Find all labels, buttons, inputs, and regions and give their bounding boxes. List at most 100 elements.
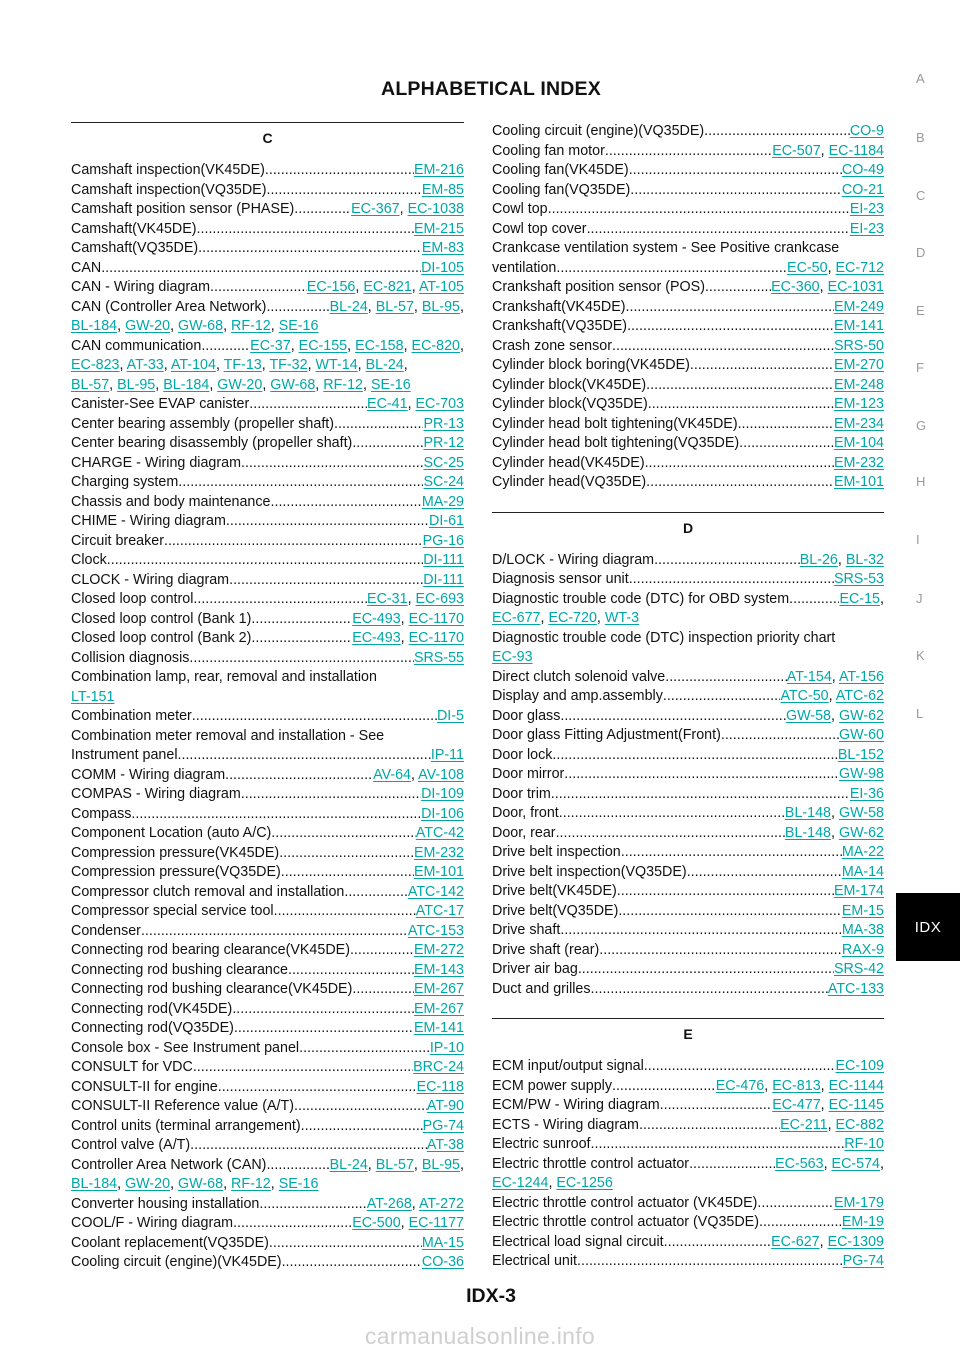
cross-reference-link[interactable]: RF-12 bbox=[231, 1176, 271, 1192]
cross-reference-link[interactable]: EC-360 bbox=[771, 279, 820, 295]
cross-reference-link[interactable]: EM-234 bbox=[833, 415, 884, 432]
cross-reference-link[interactable]: EC-1184 bbox=[828, 142, 884, 159]
cross-reference-link[interactable]: ATC-153 bbox=[407, 922, 464, 939]
cross-reference-link[interactable]: EM-104 bbox=[833, 435, 884, 451]
cross-reference-link[interactable]: SE-16 bbox=[278, 318, 319, 334]
cross-reference-link[interactable]: LT-151 bbox=[71, 688, 115, 705]
cross-reference-link[interactable]: ATC-42 bbox=[415, 825, 464, 841]
cross-reference-link[interactable]: SRS-55 bbox=[413, 649, 464, 666]
cross-reference-link[interactable]: ATC-17 bbox=[415, 903, 464, 919]
cross-reference-link[interactable]: GW-60 bbox=[838, 727, 884, 743]
cross-reference-link[interactable]: AT-33 bbox=[126, 357, 164, 373]
cross-reference-link[interactable]: EC-476 bbox=[715, 1077, 765, 1094]
cross-reference-link[interactable]: BL-57 bbox=[375, 298, 414, 315]
cross-reference-link[interactable]: ATC-50 bbox=[780, 688, 829, 704]
cross-reference-link[interactable]: EM-249 bbox=[833, 298, 884, 315]
cross-reference-link[interactable]: BL-184 bbox=[71, 1176, 118, 1192]
cross-reference-link[interactable]: EM-248 bbox=[833, 376, 884, 393]
cross-reference-link[interactable]: SE-16 bbox=[370, 376, 411, 393]
section-tab-i[interactable]: I bbox=[916, 532, 920, 547]
cross-reference-link[interactable]: DI-61 bbox=[429, 513, 464, 529]
section-tab-k[interactable]: K bbox=[916, 648, 925, 663]
cross-reference-link[interactable]: EC-37 bbox=[250, 337, 291, 354]
cross-reference-link[interactable]: EC-627 bbox=[771, 1233, 820, 1250]
cross-reference-link[interactable]: EM-101 bbox=[833, 474, 884, 490]
cross-reference-link[interactable]: MA-29 bbox=[421, 493, 464, 510]
cross-reference-link[interactable]: EC-574 bbox=[831, 1155, 881, 1172]
cross-reference-link[interactable]: GW-58 bbox=[785, 707, 832, 724]
cross-reference-link[interactable]: EC-367 bbox=[351, 201, 400, 217]
cross-reference-link[interactable]: EM-101 bbox=[413, 864, 464, 880]
cross-reference-link[interactable]: BL-57 bbox=[375, 1156, 414, 1173]
cross-reference-link[interactable]: AT-156 bbox=[838, 668, 884, 685]
cross-reference-link[interactable]: BRC-24 bbox=[413, 1059, 464, 1075]
cross-reference-link[interactable]: MA-15 bbox=[421, 1234, 464, 1251]
cross-reference-link[interactable]: EM-85 bbox=[421, 181, 464, 198]
cross-reference-link[interactable]: WT-3 bbox=[604, 610, 640, 626]
cross-reference-link[interactable]: SE-16 bbox=[278, 1176, 319, 1192]
cross-reference-link[interactable]: EC-1309 bbox=[827, 1233, 884, 1250]
cross-reference-link[interactable]: GW-20 bbox=[125, 318, 171, 334]
cross-reference-link[interactable]: EC-563 bbox=[775, 1155, 824, 1172]
section-tab-g[interactable]: G bbox=[916, 418, 927, 433]
cross-reference-link[interactable]: EC-493 bbox=[352, 630, 401, 646]
cross-reference-link[interactable]: EC-41 bbox=[367, 396, 408, 412]
cross-reference-link[interactable]: AT-104 bbox=[170, 357, 216, 373]
cross-reference-link[interactable]: DI-111 bbox=[423, 552, 464, 568]
cross-reference-link[interactable]: BL-57 bbox=[71, 376, 110, 393]
cross-reference-link[interactable]: EI-23 bbox=[849, 220, 884, 237]
cross-reference-link[interactable]: EM-141 bbox=[833, 318, 884, 334]
cross-reference-link[interactable]: EM-141 bbox=[413, 1020, 464, 1036]
cross-reference-link[interactable]: EM-15 bbox=[841, 902, 884, 919]
cross-reference-link[interactable]: WT-14 bbox=[315, 357, 358, 373]
cross-reference-link[interactable]: EM-272 bbox=[413, 942, 464, 958]
cross-reference-link[interactable]: BL-148 bbox=[784, 805, 832, 821]
cross-reference-link[interactable]: EC-500 bbox=[352, 1215, 401, 1231]
cross-reference-link[interactable]: SRS-42 bbox=[833, 961, 884, 977]
cross-reference-link[interactable]: EC-712 bbox=[835, 259, 884, 276]
cross-reference-link[interactable]: RF-10 bbox=[844, 1136, 884, 1152]
cross-reference-link[interactable]: BL-26 bbox=[799, 551, 838, 568]
cross-reference-link[interactable]: EC-813 bbox=[772, 1077, 821, 1094]
cross-reference-link[interactable]: TF-32 bbox=[269, 357, 308, 373]
cross-reference-link[interactable]: EC-1145 bbox=[828, 1097, 884, 1113]
cross-reference-link[interactable]: EC-1244 bbox=[492, 1175, 549, 1191]
cross-reference-link[interactable]: AT-154 bbox=[786, 668, 832, 685]
cross-reference-link[interactable]: GW-68 bbox=[178, 1176, 224, 1192]
cross-reference-link[interactable]: EC-31 bbox=[367, 591, 408, 607]
cross-reference-link[interactable]: EC-1031 bbox=[827, 279, 884, 295]
cross-reference-link[interactable]: EC-703 bbox=[415, 396, 464, 412]
cross-reference-link[interactable]: GW-58 bbox=[838, 805, 884, 821]
cross-reference-link[interactable]: EC-693 bbox=[415, 591, 464, 607]
cross-reference-link[interactable]: BL-32 bbox=[845, 551, 884, 568]
cross-reference-link[interactable]: PG-16 bbox=[422, 532, 464, 549]
cross-reference-link[interactable]: EM-215 bbox=[413, 220, 464, 237]
cross-reference-link[interactable]: RAX-9 bbox=[841, 941, 884, 958]
section-tab-l[interactable]: L bbox=[916, 706, 924, 721]
cross-reference-link[interactable]: EM-143 bbox=[413, 961, 464, 978]
cross-reference-link[interactable]: BL-24 bbox=[365, 357, 404, 373]
cross-reference-link[interactable]: EC-1256 bbox=[556, 1175, 613, 1191]
section-tab-e[interactable]: E bbox=[916, 303, 925, 318]
cross-reference-link[interactable]: BL-95 bbox=[117, 376, 156, 393]
cross-reference-link[interactable]: PR-13 bbox=[423, 415, 464, 432]
cross-reference-link[interactable]: EC-156 bbox=[306, 279, 356, 295]
cross-reference-link[interactable]: CO-21 bbox=[841, 181, 884, 198]
cross-reference-link[interactable]: EC-823 bbox=[71, 357, 120, 373]
cross-reference-link[interactable]: EC-158 bbox=[355, 337, 404, 354]
cross-reference-link[interactable]: SRS-53 bbox=[833, 571, 884, 587]
section-tab-d[interactable]: D bbox=[916, 245, 926, 260]
cross-reference-link[interactable]: EC-820 bbox=[411, 337, 461, 354]
cross-reference-link[interactable]: EC-109 bbox=[835, 1058, 884, 1074]
cross-reference-link[interactable]: EI-23 bbox=[849, 201, 884, 217]
cross-reference-link[interactable]: EC-507 bbox=[772, 142, 821, 159]
cross-reference-link[interactable]: EM-216 bbox=[413, 162, 464, 178]
cross-reference-link[interactable]: RF-12 bbox=[231, 318, 271, 334]
cross-reference-link[interactable]: SC-24 bbox=[423, 474, 464, 490]
cross-reference-link[interactable]: ATC-142 bbox=[407, 883, 464, 900]
cross-reference-link[interactable]: BL-24 bbox=[329, 1156, 368, 1173]
cross-reference-link[interactable]: EM-179 bbox=[833, 1194, 884, 1211]
cross-reference-link[interactable]: EM-270 bbox=[833, 357, 884, 373]
cross-reference-link[interactable]: EM-174 bbox=[833, 883, 884, 899]
cross-reference-link[interactable]: CO-36 bbox=[421, 1254, 464, 1270]
